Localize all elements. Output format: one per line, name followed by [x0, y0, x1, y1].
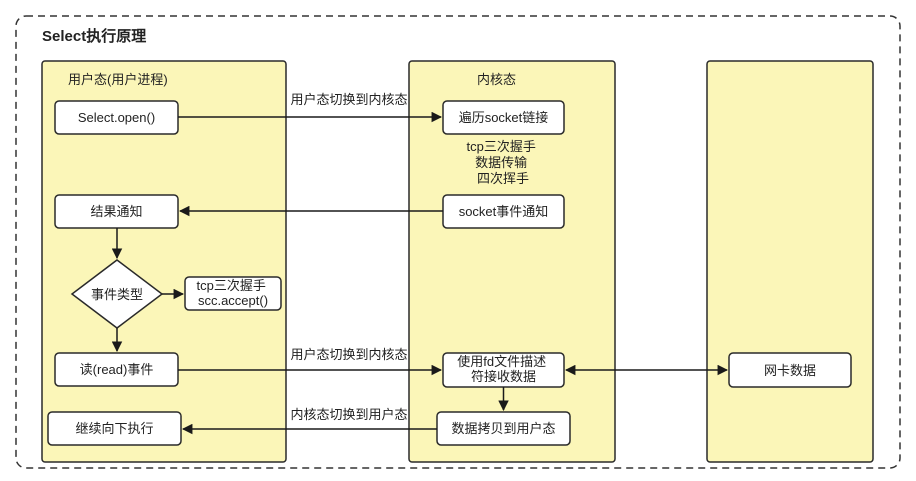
kernel-note-line-1: tcp三次握手	[467, 139, 536, 154]
lane-kernel-label: 内核态	[477, 72, 516, 87]
node-fd-desc-label: 使用fd文件描述 符接收数据	[457, 354, 549, 384]
node-result-label: 结果通知	[90, 204, 142, 219]
node-nic-data	[728, 352, 852, 388]
node-nic-data-label: 网卡数据	[764, 363, 816, 378]
node-fd-desc-line-1: 使用fd文件描述	[457, 354, 546, 369]
node-traverse	[442, 100, 565, 135]
node-accept-line-2: scc.accept()	[198, 293, 268, 308]
edge-copy-to-continue-label: 内核态切换到用户态	[290, 407, 407, 422]
node-continue-label: 继续向下执行	[75, 421, 153, 436]
kernel-note-line-2: 数据传输	[475, 155, 527, 170]
edge-read-to-fd-label: 用户态切换到内核态	[290, 347, 407, 362]
lane-user-label: 用户态(用户进程)	[68, 72, 168, 87]
node-traverse-label: 遍历socket链接	[459, 110, 549, 125]
outer-frame	[15, 15, 901, 469]
lane-nic	[706, 60, 874, 463]
node-notify-label: socket事件通知	[459, 204, 549, 219]
kernel-note-line-3: 四次挥手	[477, 171, 529, 186]
node-read-label: 读(read)事件	[80, 362, 154, 377]
node-copy-label: 数据拷贝到用户态	[451, 421, 555, 436]
node-continue	[47, 411, 182, 446]
node-accept-line-1: tcp三次握手	[197, 278, 266, 293]
edge-open-to-traverse-label: 用户态切换到内核态	[290, 92, 407, 107]
kernel-note: tcp三次握手 数据传输 四次挥手	[467, 139, 540, 186]
node-select-open-label: Select.open()	[78, 110, 155, 125]
node-accept	[184, 276, 282, 311]
node-event-type-label: 事件类型	[91, 287, 143, 302]
node-accept-label: tcp三次握手 scc.accept()	[197, 278, 270, 308]
node-fd-desc-line-2: 符接收数据	[471, 369, 536, 384]
diagram-title: Select执行原理	[42, 27, 146, 45]
